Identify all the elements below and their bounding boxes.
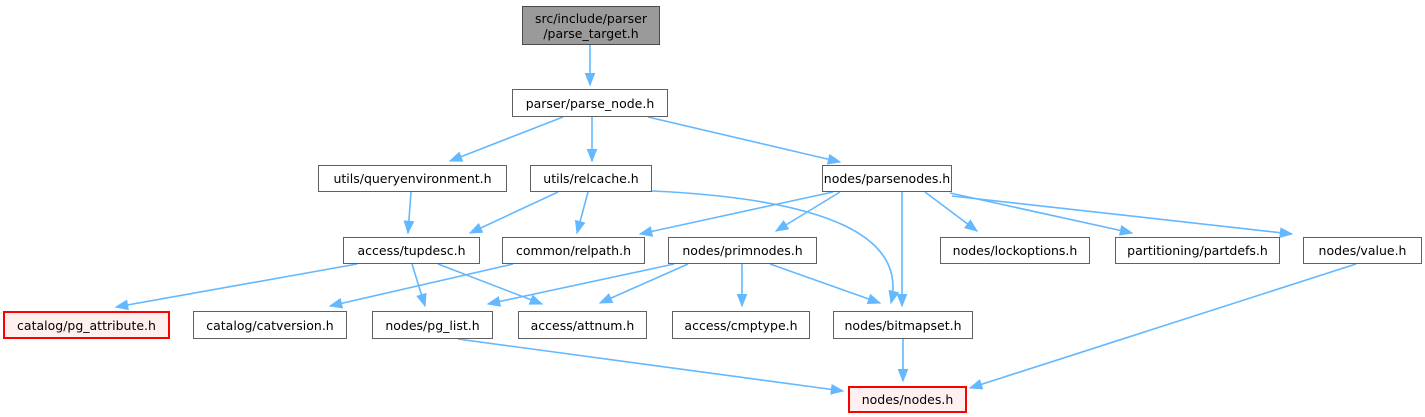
graph-node-label: parser/parse_node.h (525, 95, 655, 111)
graph-node-relpath[interactable]: common/relpath.h (502, 237, 645, 264)
graph-node-label: src/include/parser (534, 10, 648, 26)
graph-node-parsenodes[interactable]: nodes/parsenodes.h (822, 165, 952, 192)
graph-node-value[interactable]: nodes/value.h (1303, 237, 1422, 264)
edge-relcache-to-relpath (574, 191, 589, 235)
edge-value-to-nodes (968, 263, 1357, 390)
graph-node-label: nodes/primnodes.h (682, 243, 803, 258)
graph-node-nodes[interactable]: nodes/nodes.h (848, 386, 967, 413)
edge-primnodes-to-attnum (598, 263, 689, 304)
edge-relcache-to-bitmapset (651, 190, 900, 305)
graph-node-label: catalog/pg_attribute.h (17, 317, 156, 333)
edge-primnodes-to-bitmapset (769, 263, 882, 305)
graph-node-label: access/attnum.h (530, 317, 635, 333)
graph-node-relcache[interactable]: utils/relcache.h (530, 165, 652, 192)
graph-node-pg_attribute[interactable]: catalog/pg_attribute.h (3, 311, 170, 339)
graph-node-parse_node[interactable]: parser/parse_node.h (512, 89, 668, 117)
graph-node-label: nodes/parsenodes.h (823, 171, 951, 186)
graph-node-catversion[interactable]: catalog/catversion.h (193, 311, 347, 339)
graph-node-lockoptions[interactable]: nodes/lockoptions.h (940, 237, 1090, 264)
graph-node-label: nodes/pg_list.h (385, 317, 480, 333)
graph-node-label: nodes/value.h (1318, 243, 1407, 258)
graph-node-queryenvironment[interactable]: utils/queryenvironment.h (318, 165, 507, 192)
graph-node-label: nodes/bitmapset.h (844, 317, 962, 333)
graph-node-primnodes[interactable]: nodes/primnodes.h (668, 237, 817, 264)
edge-tupdesc-to-pg_attribute (114, 263, 358, 311)
graph-node-tupdesc[interactable]: access/tupdesc.h (343, 237, 480, 264)
edge-tupdesc-to-attnum (437, 263, 544, 305)
edge-queryenvironment-to-tupdesc (403, 191, 415, 235)
graph-node-attnum[interactable]: access/attnum.h (518, 311, 647, 339)
graph-node-label: catalog/catversion.h (206, 317, 334, 333)
edge-relcache-to-tupdesc (468, 191, 559, 234)
graph-node-label: nodes/nodes.h (861, 392, 954, 407)
graph-node-label: access/tupdesc.h (357, 243, 466, 258)
edge-primnodes-to-pg_list (486, 263, 675, 307)
graph-node-cmptype[interactable]: access/cmptype.h (672, 311, 810, 339)
edge-parsenodes-to-relpath (638, 191, 834, 237)
graph-node-bitmapset[interactable]: nodes/bitmapset.h (833, 311, 973, 339)
graph-node-pg_list[interactable]: nodes/pg_list.h (372, 311, 493, 339)
graph-node-label: access/cmptype.h (684, 317, 798, 333)
edge-parsenodes-to-lockoptions (924, 191, 979, 232)
edge-relpath-to-catversion (328, 263, 514, 309)
graph-node-label: nodes/lockoptions.h (952, 243, 1078, 258)
graph-node-parse_target: src/include/parser/parse_target.h (522, 6, 660, 45)
graph-node-label: common/relpath.h (516, 243, 631, 258)
graph-node-partdefs[interactable]: partitioning/partdefs.h (1115, 237, 1280, 264)
graph-node-label: /parse_target.h (543, 25, 639, 41)
edge-parsenodes-to-value (951, 195, 1294, 239)
graph-node-label: utils/queryenvironment.h (333, 171, 492, 186)
edge-parsenodes-to-primnodes (774, 191, 841, 232)
graph-node-label: partitioning/partdefs.h (1127, 243, 1268, 258)
edge-parse_node-to-queryenvironment (448, 116, 564, 162)
graph-node-label: utils/relcache.h (543, 171, 639, 186)
edge-pg_list-to-nodes (457, 338, 845, 395)
edge-parse_node-to-parsenodes (647, 116, 842, 165)
